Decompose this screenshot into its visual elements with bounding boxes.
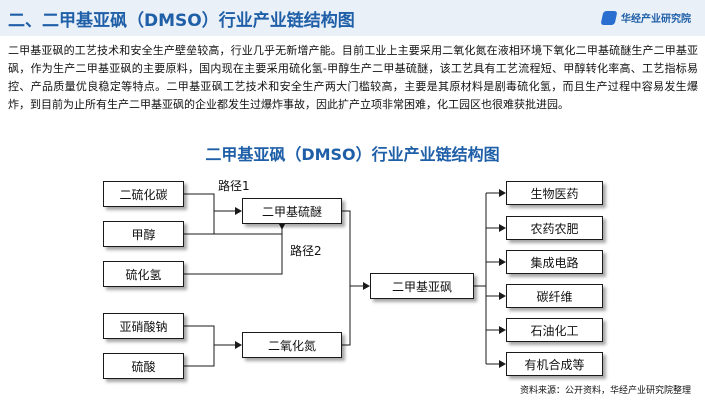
brand-logo-text: 华经产业研究院: [621, 14, 691, 25]
intro-paragraph: 二甲基亚砜的工艺技术和安全生产壁垒较高，行业几乎无新增产能。目前工业上主要采用二…: [8, 44, 698, 111]
route-1-label: 路径1: [218, 179, 250, 193]
brand-logo: 华经产业研究院: [600, 10, 691, 25]
node-nitrogen-dioxide: 二氧化氮: [242, 332, 342, 358]
node-app-biomedicine: 生物医药: [506, 181, 603, 205]
line-dms-out: [342, 210, 351, 286]
node-app-pesticide-fertilizer: 农药农肥: [506, 216, 603, 240]
source-note: 资料来源：公开资料，华经产业研究院整理: [519, 386, 691, 396]
node-hydrogen-sulfide: 硫化氢: [103, 261, 184, 287]
node-app-organic-synthesis: 有机合成等: [506, 352, 603, 376]
node-dmso: 二甲基亚砜: [370, 273, 474, 299]
node-methanol: 甲醇: [103, 221, 184, 247]
node-dimethyl-sulfide: 二甲基硫醚: [242, 198, 342, 224]
node-sodium-nitrite: 亚硝酸钠: [103, 313, 184, 339]
line-route2-h2s: [184, 224, 283, 275]
page-title: 二、二甲基亚砜（DMSO）行业产业链结构图: [8, 11, 355, 31]
diagram-title: 二甲基亚砜（DMSO）行业产业链结构图: [205, 145, 500, 164]
line-no2-out: [342, 286, 351, 346]
node-app-carbon-fiber: 碳纤维: [506, 284, 603, 308]
node-sulfuric-acid: 硫酸: [103, 353, 184, 379]
node-app-integrated-circuit: 集成电路: [506, 250, 603, 274]
node-app-petrochemical: 石油化工: [506, 318, 603, 342]
node-carbon-disulfide: 二硫化碳: [103, 181, 184, 207]
route-2-label: 路径2: [290, 244, 322, 258]
line-h2so4: [184, 345, 215, 367]
header-bar: 二、二甲基亚砜（DMSO）行业产业链结构图 华经产业研究院: [0, 0, 705, 36]
line-nano2: [184, 325, 215, 345]
line-methanol: [184, 211, 215, 235]
line-cs2: [184, 193, 215, 211]
